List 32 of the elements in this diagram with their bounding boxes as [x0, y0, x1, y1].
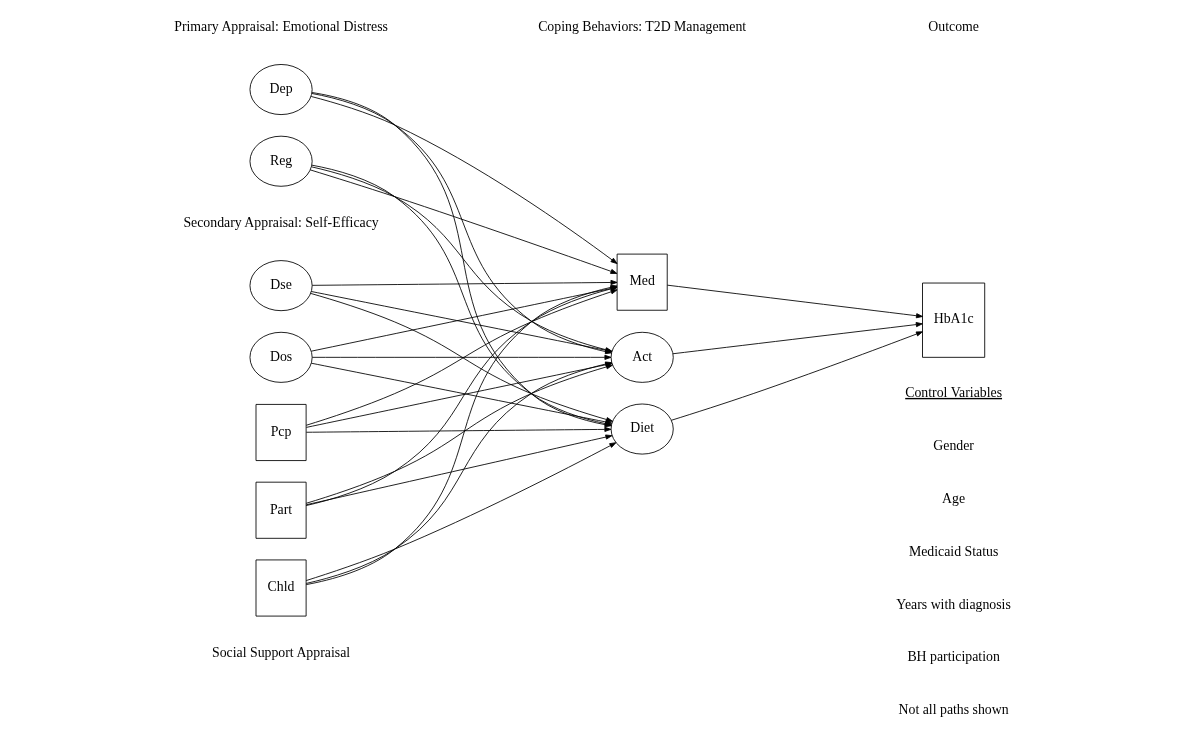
node-box: HbA1c	[921, 282, 985, 358]
arrow	[305, 434, 612, 506]
label: Control Variables	[904, 384, 1002, 400]
node-box: Med	[616, 253, 668, 311]
label: Years with diagnosis	[895, 596, 1011, 612]
arrow	[672, 322, 923, 355]
arrow	[310, 96, 617, 264]
node-ellipse: Act	[610, 331, 674, 383]
arrow	[309, 169, 617, 274]
node-box: Chld	[255, 559, 307, 617]
label: BH participation	[906, 649, 1000, 665]
arrow	[666, 284, 923, 319]
label: Gender	[932, 438, 974, 454]
arrow	[305, 426, 611, 433]
label: Secondary Appraisal: Self-Efficacy	[182, 214, 379, 230]
node-ellipse: Dep	[249, 64, 313, 115]
label: Outcome	[927, 18, 979, 34]
node-box: Part	[255, 481, 307, 539]
arrow	[311, 279, 617, 286]
node-ellipse: Dse	[249, 260, 313, 312]
node-box: Pcp	[255, 404, 307, 461]
label: Age	[941, 491, 965, 507]
arrow	[670, 331, 923, 421]
label: Medicaid Status	[908, 543, 998, 559]
node-ellipse: Reg	[249, 135, 313, 187]
arrow	[305, 442, 616, 581]
arrow	[311, 354, 611, 360]
label: Social Support Appraisal	[211, 644, 350, 660]
label: Primary Appraisal: Emotional Distress	[173, 18, 388, 34]
node-ellipse: Dos	[249, 331, 313, 383]
label: Coping Behaviors: T2D Management	[537, 18, 746, 34]
label: Not all paths shown	[898, 701, 1009, 717]
